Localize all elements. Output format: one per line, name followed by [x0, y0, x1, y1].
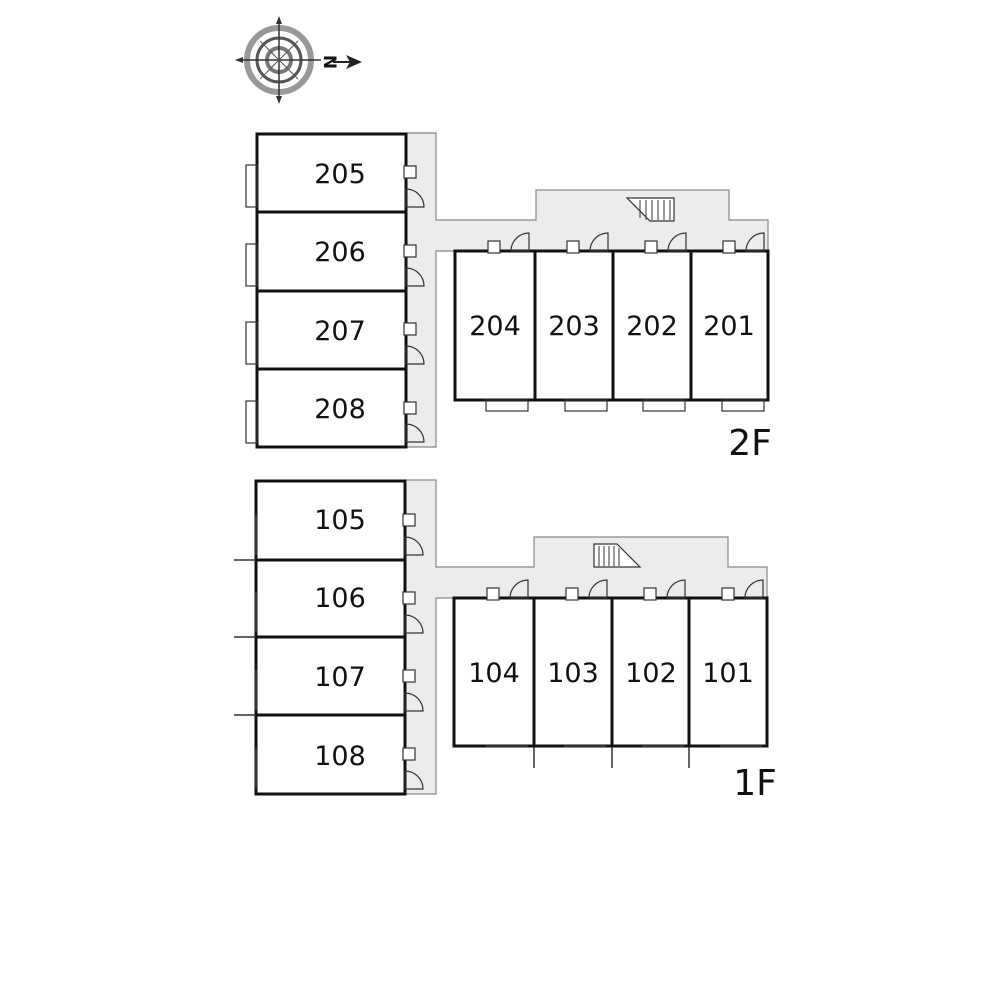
- room-number: 105: [314, 505, 366, 536]
- unit-202[interactable]: 202: [611, 232, 693, 412]
- staircase-1f: [593, 543, 642, 568]
- room-number: 204: [469, 311, 521, 342]
- unit-105[interactable]: 105: [254, 479, 424, 562]
- floor-2f: 205 206 207 208 20: [245, 132, 772, 464]
- room-number: 102: [625, 658, 677, 689]
- unit-205[interactable]: 205: [245, 132, 425, 214]
- room-number: 108: [314, 741, 366, 772]
- unit-101[interactable]: 101: [687, 579, 769, 748]
- unit-106[interactable]: 106: [234, 558, 424, 639]
- room-number: 205: [314, 159, 366, 190]
- unit-107[interactable]: 107: [234, 635, 424, 717]
- room-number: 103: [547, 658, 599, 689]
- north-letter: N: [319, 55, 339, 69]
- compass-rose-icon: [235, 16, 362, 104]
- unit-207[interactable]: 207: [245, 289, 425, 371]
- unit-203[interactable]: 203: [533, 232, 615, 412]
- floor-1f: 105 106 107 108: [234, 479, 777, 804]
- unit-204[interactable]: 204: [453, 232, 537, 412]
- corridor-2f: [405, 132, 769, 448]
- unit-104[interactable]: 104: [452, 579, 536, 768]
- room-number: 203: [548, 311, 600, 342]
- floor-label-2f: 2F: [728, 423, 772, 464]
- room-number: 104: [468, 658, 520, 689]
- room-number: 207: [314, 316, 366, 347]
- unit-206[interactable]: 206: [245, 210, 425, 293]
- room-number: 206: [314, 237, 366, 268]
- floor-label-1f: 1F: [733, 763, 777, 804]
- room-number: 202: [626, 311, 678, 342]
- corridor-1f: [404, 479, 768, 795]
- room-number: 201: [703, 311, 755, 342]
- room-number: 208: [314, 394, 366, 425]
- unit-208[interactable]: 208: [245, 367, 425, 449]
- staircase-2f: [625, 197, 675, 222]
- room-number: 101: [702, 658, 754, 689]
- unit-108[interactable]: 108: [234, 713, 424, 796]
- unit-102[interactable]: 102: [610, 579, 691, 768]
- room-number: 106: [314, 583, 366, 614]
- room-number: 107: [314, 662, 366, 693]
- unit-103[interactable]: 103: [532, 579, 614, 768]
- unit-201[interactable]: 201: [689, 232, 770, 412]
